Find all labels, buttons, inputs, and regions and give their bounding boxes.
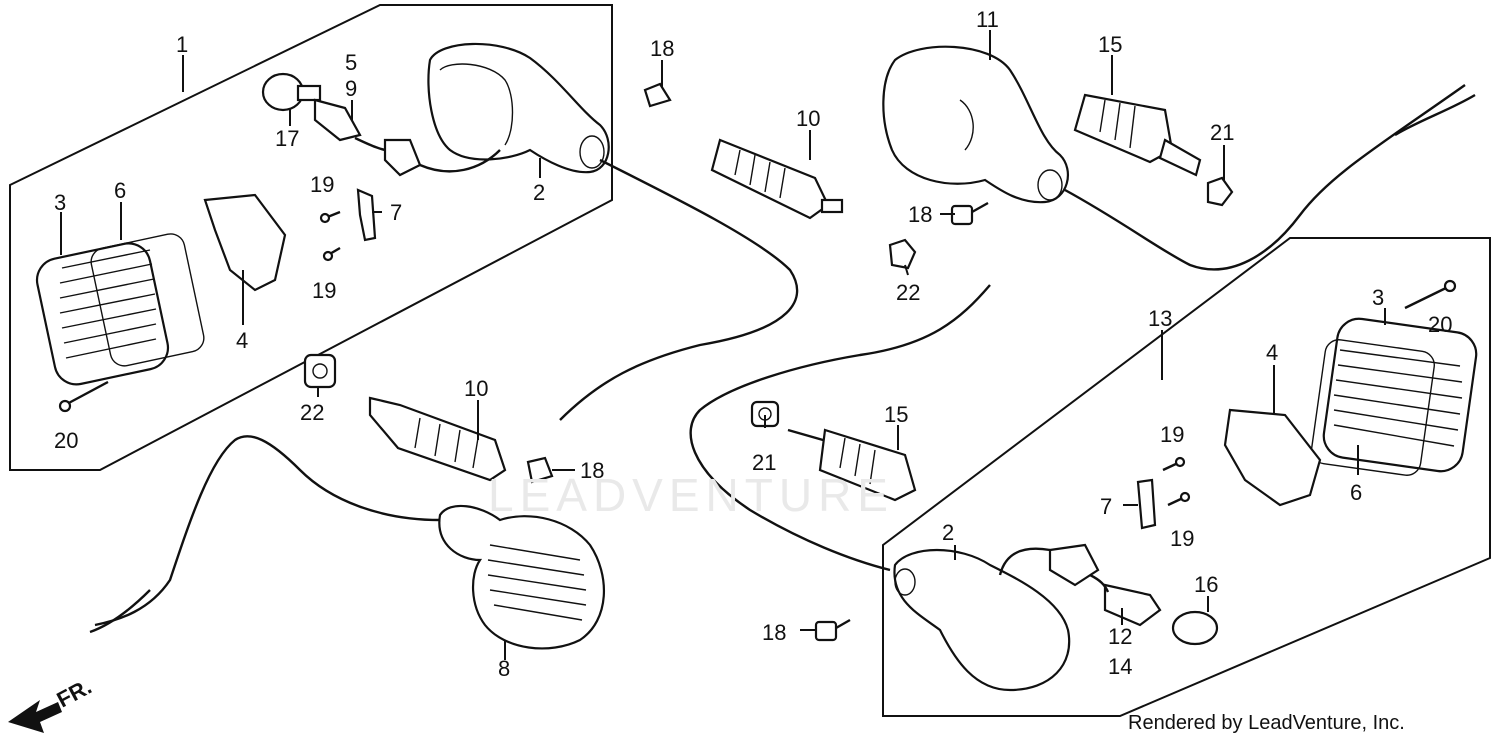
part-label-7: 7: [1100, 494, 1112, 519]
clip-7-left: [356, 188, 377, 242]
part-label-15: 15: [1098, 32, 1122, 57]
bulb-17: [261, 72, 322, 112]
lens-3-right: [1322, 317, 1478, 473]
screw-18-right: [950, 201, 989, 226]
part-label-18: 18: [650, 36, 674, 61]
screws-19-right: [1162, 456, 1191, 507]
screws-19-left: [319, 210, 341, 262]
turn-signal-housing-11: [882, 45, 1069, 204]
part-label-9: 9: [345, 76, 357, 101]
turn-signal-assembly-8: [89, 435, 606, 650]
part-label-14: 14: [1108, 654, 1132, 679]
part-label-16: 16: [1194, 572, 1218, 597]
part-label-3: 3: [54, 190, 66, 215]
mount-bolt-10-lower: [368, 396, 507, 482]
part-label-15: 15: [884, 402, 908, 427]
clip-7-right: [1136, 478, 1157, 530]
wire-lead-right-upper: [1394, 93, 1476, 137]
part-label-10: 10: [464, 376, 488, 401]
socket-assembly-left: [313, 98, 501, 177]
nut-21-upper: [1206, 176, 1234, 207]
part-label-10: 10: [796, 106, 820, 131]
part-label-19: 19: [1160, 422, 1184, 447]
part-label-19: 19: [310, 172, 334, 197]
part-label-20: 20: [1428, 312, 1452, 337]
socket-assembly-right: [998, 543, 1162, 627]
part-label-7: 7: [390, 200, 402, 225]
part-label-13: 13: [1148, 306, 1172, 331]
part-label-21: 21: [1210, 120, 1234, 145]
reflector-4-right: [1223, 408, 1322, 507]
screw-18-lower: [814, 618, 851, 642]
front-direction-arrow-icon: [8, 700, 62, 733]
right-assembly-outline: [882, 237, 1491, 717]
gasket-6-left: [90, 233, 205, 367]
part-label-18: 18: [908, 202, 932, 227]
reflector-4-left: [203, 193, 287, 292]
part-label-22: 22: [300, 400, 324, 425]
nut-22-left: [303, 353, 337, 389]
credit-text: Rendered by LeadVenture, Inc.: [1128, 712, 1405, 734]
part-label-1: 1: [176, 32, 188, 57]
left-assembly-outline: [9, 4, 613, 471]
mount-bolt-10-upper: [710, 138, 844, 220]
screw-20-left: [58, 380, 109, 413]
part-label-5: 5: [345, 50, 357, 75]
part-label-18: 18: [762, 620, 786, 645]
part-label-6: 6: [1350, 480, 1362, 505]
nut-18-top: [643, 82, 672, 108]
bulb-16: [1171, 610, 1219, 646]
part-label-11: 11: [976, 7, 999, 32]
wire-harness-left-upper: [559, 158, 799, 421]
part-label-21: 21: [752, 450, 776, 475]
part-label-2: 2: [533, 180, 545, 205]
turn-signal-housing-right: [893, 549, 1071, 692]
nut-22-right: [888, 238, 917, 270]
wire-harness-right-upper: [1064, 84, 1466, 271]
nut-18-mid: [526, 456, 554, 484]
part-label-20: 20: [54, 428, 78, 453]
part-label-18: 18: [580, 458, 604, 483]
part-label-6: 6: [114, 178, 126, 203]
part-label-4: 4: [1266, 340, 1278, 365]
part-label-3: 3: [1372, 285, 1384, 310]
part-label-12: 12: [1108, 624, 1132, 649]
part-label-2: 2: [942, 520, 954, 545]
mount-bolt-15-upper: [1073, 93, 1202, 177]
mount-bolt-15-lower: [787, 428, 917, 502]
part-label-17: 17: [275, 126, 299, 151]
part-label-22: 22: [896, 280, 920, 305]
part-label-19: 19: [312, 278, 336, 303]
part-label-8: 8: [498, 656, 510, 681]
wire-harness-right-lower: [689, 284, 991, 572]
screw-20-right: [1404, 279, 1457, 310]
gasket-6-right: [1310, 339, 1435, 476]
leader-lines: [60, 30, 1386, 660]
watermark: LEADVENTURE: [488, 469, 894, 521]
part-label-19: 19: [1170, 526, 1194, 551]
part-label-4: 4: [236, 328, 248, 353]
turn-signal-housing-left: [427, 42, 610, 174]
